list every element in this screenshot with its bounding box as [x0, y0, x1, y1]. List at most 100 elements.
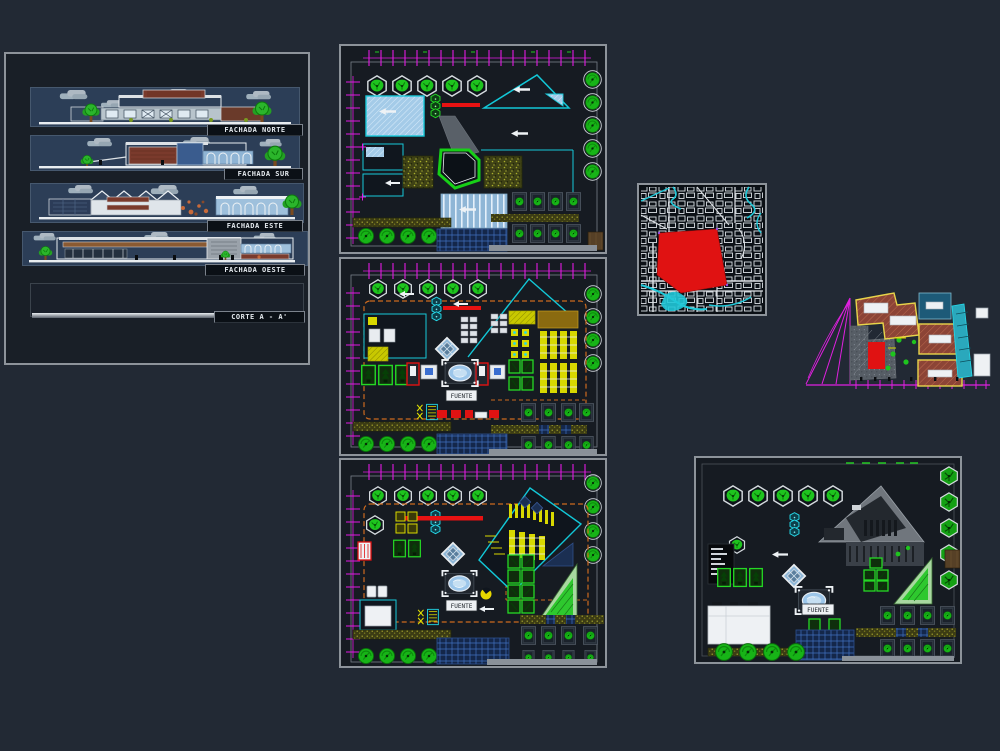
hex-tree-icon — [368, 486, 388, 506]
roof-slab — [126, 142, 208, 145]
dimension-top — [363, 464, 591, 480]
planter-green-icon — [378, 364, 393, 386]
furniture — [368, 328, 381, 343]
hex-tree-icon — [823, 485, 843, 507]
cyan-cluster-icon — [789, 512, 800, 537]
site-plan-drawing: FUENTE — [701, 462, 960, 662]
plan-ground-drawing: FUENTE — [346, 263, 605, 454]
parcel-markers — [657, 227, 729, 287]
hex-tree-icon — [417, 75, 437, 97]
yellow-rooms — [395, 511, 418, 534]
hex-tree-icon — [442, 75, 462, 97]
roof-label-box — [889, 315, 917, 326]
svg-text:FUENTE: FUENTE — [451, 393, 473, 400]
window-strip — [64, 248, 128, 259]
elevation-west[interactable] — [22, 231, 308, 266]
planter-grid — [520, 615, 604, 665]
brown-band — [62, 241, 216, 248]
plan-sheet-ground-floor[interactable]: FUENTE — [339, 257, 607, 456]
elevation-west-drawing — [29, 232, 295, 263]
property-boundary — [363, 503, 589, 623]
tree-icon — [420, 647, 438, 665]
hex-tree-icon — [748, 485, 768, 507]
ground-line — [39, 217, 295, 220]
pond — [661, 291, 688, 312]
green-cluster-icon — [430, 93, 441, 119]
section-frame[interactable] — [30, 283, 304, 317]
tree-icon — [357, 435, 375, 453]
small-trees — [885, 337, 917, 371]
tree-icon — [399, 435, 417, 453]
hex-tree-icon — [468, 486, 488, 506]
planter-green-icon — [393, 539, 406, 558]
hex-tree-icon — [773, 485, 793, 507]
frame-bar — [487, 659, 597, 665]
rotunda — [480, 587, 492, 600]
planter-pair — [808, 618, 841, 632]
hex-tree-icon — [723, 485, 743, 507]
cyan-cluster-icon — [431, 296, 442, 322]
elevation-north[interactable] — [30, 87, 300, 127]
elevations-panel[interactable]: FACHADA NORTE — [4, 52, 310, 365]
roof-wing — [481, 74, 571, 109]
site-plan[interactable]: FUENTE — [694, 456, 962, 664]
tree-icon — [585, 309, 602, 326]
tree-icon — [378, 435, 396, 453]
frame-bar — [842, 656, 954, 661]
plan-sheet-roof[interactable] — [339, 44, 607, 254]
direction-arrow-icon — [772, 551, 788, 558]
axis-cross — [359, 143, 366, 201]
furniture-yellow — [508, 310, 536, 325]
elevation-south-drawing — [39, 137, 291, 170]
pool-label: FUENTE — [445, 389, 478, 402]
roof-vents — [864, 520, 897, 536]
tree-icon — [786, 642, 806, 662]
debris — [181, 200, 209, 215]
tree-icon — [585, 523, 602, 540]
direction-arrow-icon — [479, 606, 494, 612]
location-map[interactable] — [637, 183, 767, 316]
brick-shelf — [106, 204, 150, 211]
red-units — [437, 410, 499, 418]
ground-line — [39, 166, 291, 169]
stair-icon — [416, 403, 438, 421]
tree-icon — [584, 140, 602, 158]
red-axis-line — [442, 103, 480, 107]
terrace-triangle — [544, 93, 564, 107]
arches — [206, 152, 252, 164]
arches — [244, 244, 282, 253]
elevation-south[interactable] — [30, 135, 300, 171]
elevation-east[interactable] — [30, 183, 304, 223]
roof-label-box — [863, 302, 889, 314]
bench — [474, 411, 488, 419]
ground-line — [39, 122, 291, 125]
plan-sheet-upper-floor[interactable]: FUENTE — [339, 458, 607, 668]
hex-tree-icon — [798, 485, 818, 507]
section-label: CORTE A - A' — [214, 311, 305, 323]
side-building — [973, 353, 991, 377]
skylight-icon — [781, 563, 807, 589]
hex-tree-icon — [940, 518, 958, 538]
pool — [441, 359, 479, 387]
debris — [194, 200, 205, 216]
dimension-top — [363, 263, 591, 279]
tree-icon — [762, 642, 782, 662]
hex-tree-icon — [940, 466, 958, 486]
red-axis-line — [399, 516, 483, 521]
entry-marks — [860, 377, 959, 381]
site-parcel-highlight[interactable] — [656, 228, 728, 294]
cloud-icon — [246, 91, 271, 100]
garden-patch — [402, 155, 434, 189]
pool-label: FUENTE — [801, 603, 835, 616]
room-block — [362, 173, 404, 197]
tree-icon — [399, 227, 417, 245]
direction-arrow-icon — [511, 130, 528, 137]
tree-icon — [584, 117, 602, 135]
planter-green-icon — [408, 539, 421, 558]
cloud-icon — [33, 233, 56, 241]
master-roof-plan[interactable] — [798, 278, 998, 400]
tree-icon — [399, 647, 417, 665]
tree-icon — [357, 227, 375, 245]
hex-tree-icon — [367, 75, 387, 97]
fixture-grid — [460, 313, 508, 344]
